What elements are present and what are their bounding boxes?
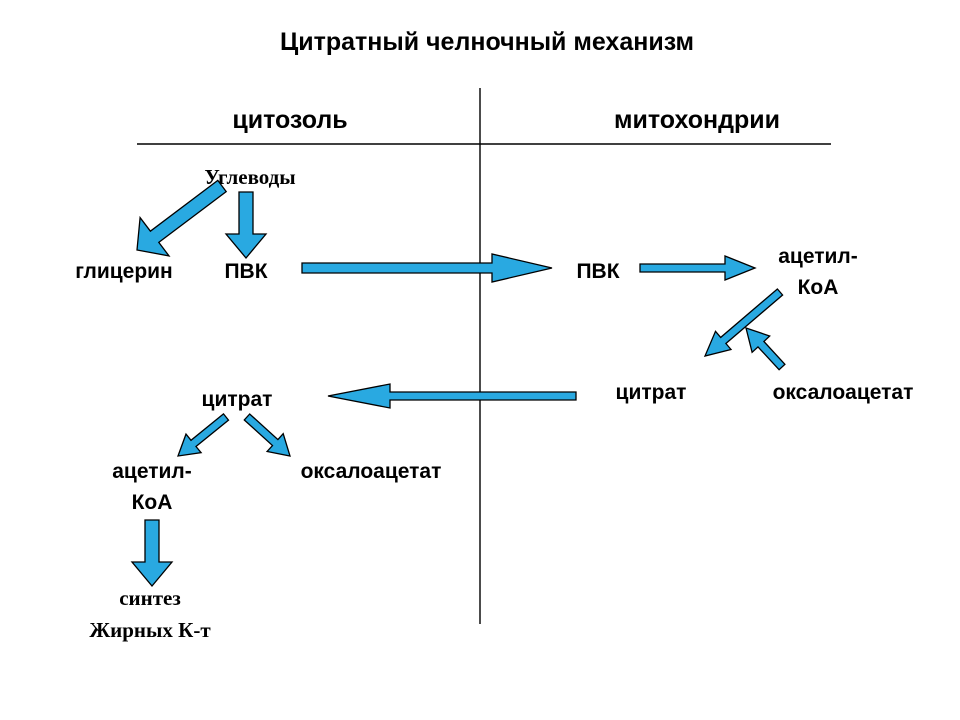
arrow-acetyl-coa-to-synthesis [130, 519, 174, 588]
label-synthesis-line1: синтез [119, 586, 181, 610]
column-header-cytosol: цитозоль [232, 106, 347, 134]
arrow-pvk-transport [301, 253, 553, 283]
label-oxaloacetate-cytosol: оксалоацетат [301, 460, 442, 483]
arrow-oxaloacetate-to-citrate [745, 327, 786, 371]
arrow-citrate-to-acetyl-coa [177, 412, 230, 457]
label-oxaloacetate-mitochondria: оксалоацетат [773, 381, 914, 404]
column-header-mitochondria: митохондрии [614, 106, 780, 134]
label-pvk-cytosol: ПВК [224, 260, 267, 283]
arrow-citrate-to-oxaloacetate [243, 413, 291, 457]
label-acetyl-coa-cytosol-line2: КоА [132, 491, 173, 514]
diagram-title: Цитратный челночный механизм [280, 28, 694, 56]
arrow-citrate-transport [327, 383, 577, 409]
arrow-layer [130, 179, 786, 588]
label-pvk-mitochondria: ПВК [576, 260, 619, 283]
label-acetyl-coa-mito-line1: ацетил- [778, 245, 858, 268]
label-glycerol: глицерин [75, 260, 172, 283]
arrow-carbs-to-glycerol [136, 179, 228, 257]
label-synthesis-line2: Жирных К-т [89, 618, 211, 642]
arrow-carbs-to-pvk [224, 191, 268, 260]
label-citrate-mitochondria: цитрат [616, 381, 687, 404]
label-acetyl-coa-cytosol-line1: ацетил- [112, 460, 192, 483]
arrow-acetyl-coa-to-citrate [703, 288, 784, 357]
label-citrate-cytosol: цитрат [202, 388, 273, 411]
label-acetyl-coa-mito-line2: КоА [798, 276, 839, 299]
arrow-pvk-to-acetyl-coa [639, 255, 757, 281]
